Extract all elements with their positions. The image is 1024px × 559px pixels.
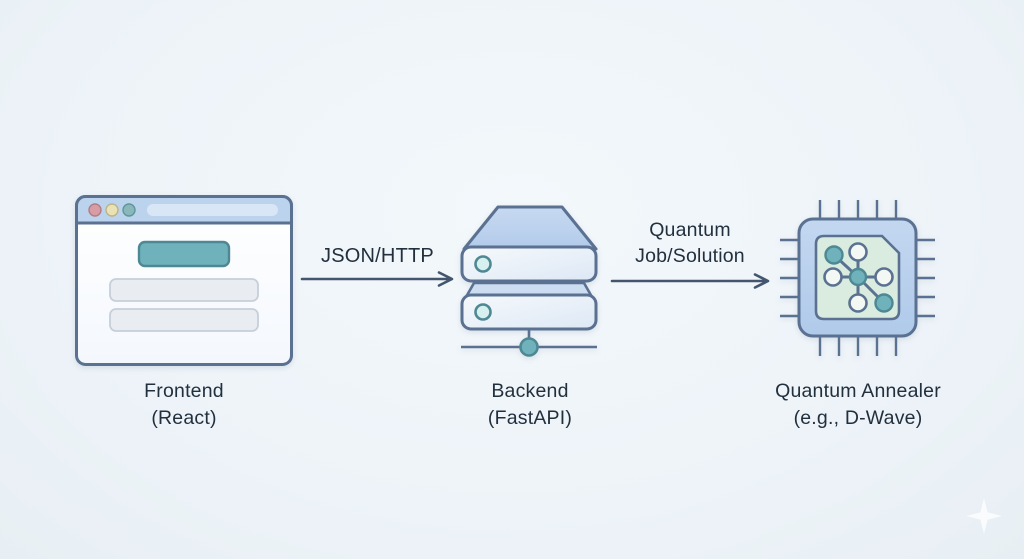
window-dot-red-icon [88,203,102,217]
edge-label-quantum-job: Quantum Job/Solution [606,217,774,269]
diagram-node-backend [460,205,600,360]
sparkle-watermark-icon [966,498,1002,534]
window-dot-yellow-icon [105,203,119,217]
input-field-shape [109,308,259,332]
server-drawer-top [460,245,598,283]
frontend-label-line1: Frontend [144,380,224,402]
edge2-label-line2: Job/Solution [635,245,745,267]
server-indicator-light [474,303,492,321]
edge2-label-line1: Quantum [649,219,731,241]
server-indicator-light [474,255,492,273]
input-field-shape [109,278,259,302]
server-stack-icon [460,205,598,357]
server-network-node [519,337,539,357]
diagram-node-annealer [779,199,936,357]
diagram-node-frontend [75,195,293,367]
frontend-label-line2: (React) [151,406,217,429]
backend-label: Backend (FastAPI) [410,378,650,431]
browser-window-icon [75,195,293,366]
arrow-backend-to-annealer [610,273,770,289]
frontend-label: Frontend (React) [64,378,304,431]
chip-pins [780,200,935,356]
backend-label-line2: (FastAPI) [487,406,573,429]
window-dot-teal-icon [122,203,136,217]
annealer-label-line2: (e.g., D-Wave) [793,406,923,429]
arrow-frontend-to-backend [300,271,454,287]
edge1-label-line1: JSON/HTTP [321,245,434,267]
annealer-label-line1: Quantum Annealer [775,380,941,402]
qubit-graph-nodes [823,242,894,313]
address-bar [147,204,278,216]
backend-label-line1: Backend [491,380,569,402]
edge-label-json-http: JSON/HTTP [295,243,460,269]
server-lid [462,205,598,251]
primary-button-shape [137,240,231,268]
quantum-chip-icon [780,200,935,356]
annealer-label: Quantum Annealer (e.g., D-Wave) [718,378,998,431]
